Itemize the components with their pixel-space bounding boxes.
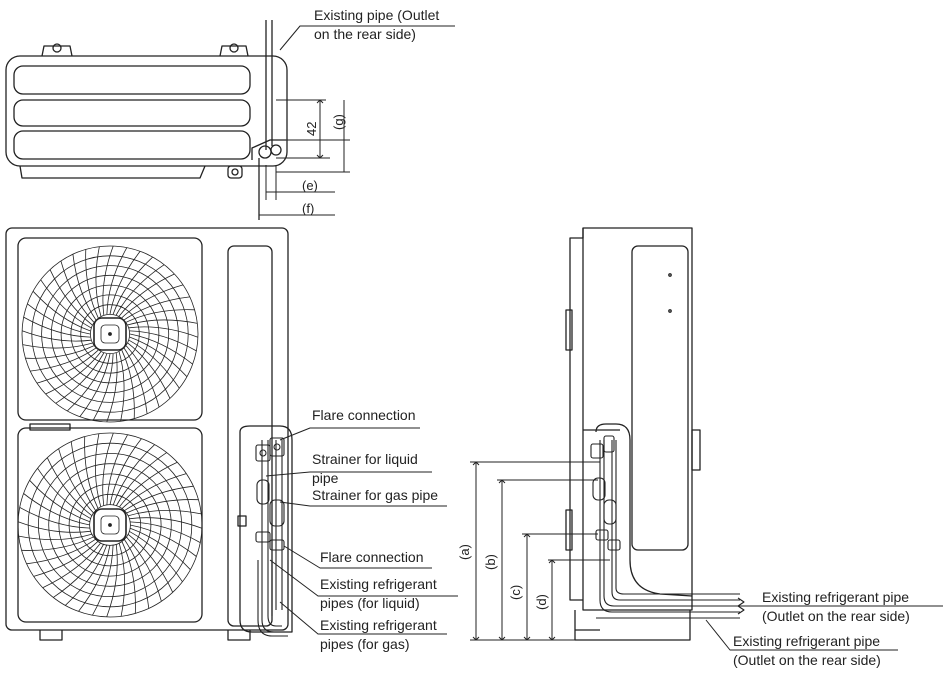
- top-view-dimensions: [259, 25, 455, 216]
- label-existing-liquid-line2: pipes (for liquid): [320, 595, 420, 611]
- label-strainer-liquid-line2: pipe: [312, 470, 339, 486]
- label-existing-rear-2-line1: Existing refrigerant pipe: [733, 633, 881, 649]
- dim-f: (f): [302, 201, 315, 216]
- side-view-piping: [590, 435, 745, 619]
- dim-c: (c): [508, 584, 523, 600]
- side-view-dimensions: [470, 461, 943, 651]
- dim-a: (a): [457, 544, 472, 560]
- dim-b: (b): [483, 554, 498, 570]
- dim-g: (g): [331, 114, 346, 130]
- fan-grille-bottom: [17, 432, 203, 618]
- side-view-unit: [565, 227, 701, 641]
- label-strainer-liquid-line1: Strainer for liquid: [312, 451, 418, 467]
- dim-d: (d): [534, 594, 549, 610]
- label-strainer-gas: Strainer for gas pipe: [312, 487, 439, 503]
- label-flare-connection-bottom: Flare connection: [320, 549, 424, 565]
- label-existing-pipe-line2: on the rear side): [314, 26, 416, 42]
- top-view-unit: [5, 20, 288, 220]
- label-existing-rear-2-line2: (Outlet on the rear side): [733, 652, 881, 668]
- label-existing-pipe-line1: Existing pipe (Outlet: [314, 7, 440, 23]
- label-existing-gas-line1: Existing refrigerant: [320, 617, 437, 633]
- fan-grille-top: [21, 245, 199, 423]
- dim-e: (e): [302, 178, 318, 193]
- label-flare-connection-top: Flare connection: [312, 407, 416, 423]
- front-view-callouts: [265, 427, 458, 635]
- label-existing-liquid-line1: Existing refrigerant: [320, 576, 437, 592]
- label-existing-rear-1-line2: (Outlet on the rear side): [762, 608, 910, 624]
- label-existing-gas-line2: pipes (for gas): [320, 636, 410, 652]
- front-view-piping: [255, 437, 288, 637]
- dim-42: 42: [304, 121, 319, 136]
- label-existing-rear-1-line1: Existing refrigerant pipe: [762, 589, 910, 605]
